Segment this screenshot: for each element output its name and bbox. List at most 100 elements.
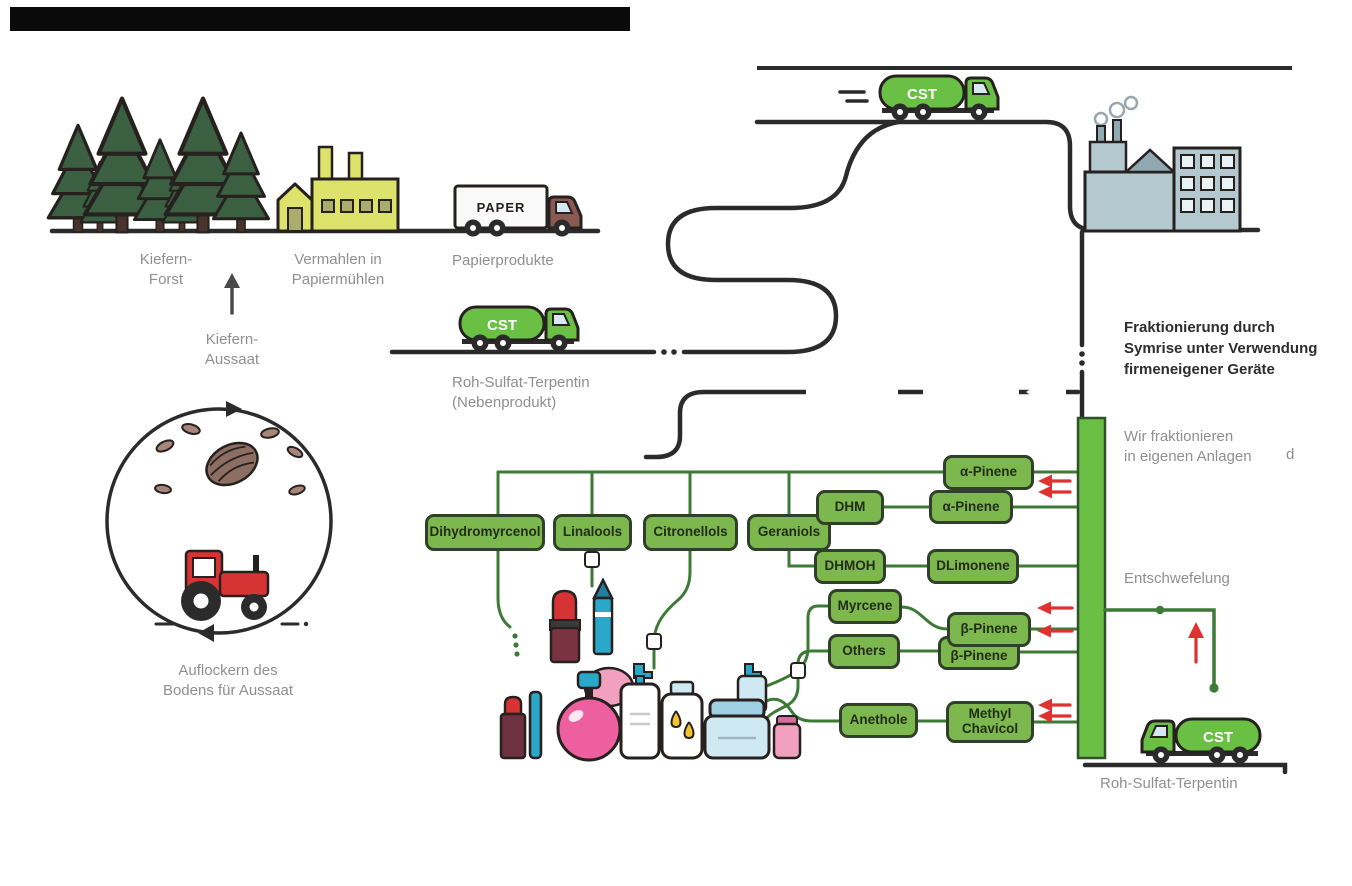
up-arrow-icon: [224, 273, 240, 315]
lipstick-small-icon: [499, 695, 527, 760]
connector-node: [584, 551, 600, 568]
chemical-box-linalools: Linalools: [553, 514, 632, 551]
mill-window: [340, 199, 354, 213]
smoke-puff: [1108, 101, 1126, 119]
lotion-pump-bottle-icon: [619, 663, 661, 760]
cycle-arrowhead: [198, 624, 214, 642]
connector-node: [646, 633, 662, 650]
cosmetic-pen-icon: [528, 690, 543, 760]
label-line: Roh-Sulfat-Terpentin: [1100, 775, 1238, 792]
red-left-arrowhead-icon: [1037, 624, 1051, 638]
s-curve-road: [665, 119, 901, 355]
label-entschwefelung: Entschwefelung: [1124, 569, 1284, 589]
paper-truck-icon: PAPER: [453, 184, 583, 237]
plant-windows: [1180, 154, 1235, 213]
white-box-1: [806, 377, 898, 407]
chemical-box-dihydromyrcenol: Dihydromyrcenol: [425, 514, 545, 551]
mill-door: [287, 207, 303, 232]
label-papierprodukte: Papierprodukte: [452, 251, 612, 271]
chemical-box-alpha-pinene-1: α-Pinene: [943, 455, 1034, 490]
label-edge-fragment: d: [1286, 445, 1306, 465]
chemical-box-dhmoh: DHMOH: [814, 549, 886, 584]
cst-truck-label: CST: [907, 86, 937, 103]
connector-node: [790, 662, 806, 679]
feed-line-dot-2: [1209, 683, 1219, 693]
drop-icon: [670, 710, 682, 729]
label-roh-sulfat-nebenprodukt: Roh-Sulfat-Terpentin (Nebenprodukt): [452, 373, 642, 413]
mill-window: [359, 199, 373, 213]
label-line: firmeneigener Geräte: [1124, 361, 1275, 378]
label-line: Roh-Sulfat-Terpentin: [452, 374, 590, 391]
white-left-arrow-icon: [1026, 380, 1066, 404]
paper-truck-label: PAPER: [477, 200, 526, 215]
chemical-box-geraniols: Geraniols: [747, 514, 831, 551]
label-line: Entschwefelung: [1124, 570, 1230, 587]
red-left-arrowhead-icon: [1038, 474, 1052, 488]
label-line: Vermahlen in: [294, 251, 382, 268]
fractionation-column: [1076, 416, 1107, 760]
chemical-box-myrcene: Myrcene: [828, 589, 902, 624]
cst-feed-line: [1103, 605, 1219, 693]
connector-end-dots: [512, 633, 520, 657]
fraction-out-line: [643, 389, 1081, 460]
red-left-arrowhead-icon: [1038, 709, 1052, 723]
cst-truck-bottom-icon: CST: [1140, 717, 1262, 764]
red-flow-arrows: [1037, 474, 1204, 723]
mill-window: [321, 199, 335, 213]
label-line: in eigenen Anlagen: [1124, 448, 1252, 465]
label-fraktionierung: Fraktionierung durch Symrise unter Verwe…: [1124, 317, 1348, 380]
fractionation-plant-icon: [1083, 95, 1242, 233]
label-kiefern-forst: Kiefern- Forst: [106, 250, 226, 290]
white-boxes: [806, 377, 1066, 407]
cst-truck-top-icon: CST: [878, 74, 1000, 121]
chemical-box-alpha-pinene-2: α-Pinene: [929, 490, 1013, 524]
label-line: Papierprodukte: [452, 252, 554, 269]
label-line: Kiefern-: [139, 251, 193, 268]
chemical-box-citronellols: Citronellols: [643, 514, 738, 551]
cst-truck-middle-icon: CST: [458, 305, 580, 352]
pine-cone-icon: [205, 441, 259, 487]
title-bar: [10, 7, 630, 31]
feed-line-dot-1: [1155, 605, 1165, 615]
mascara-icon: [591, 577, 615, 656]
perfume-bottle-icon: [556, 670, 622, 762]
label-line: Fraktionierung durch: [1124, 319, 1275, 336]
red-left-arrowhead-icon: [1037, 601, 1051, 615]
label-line: Bodens für Aussaat: [162, 682, 294, 699]
label-line: (Nebenprodukt): [452, 394, 557, 411]
cream-jar-icon: [703, 698, 771, 760]
drop-icon: [683, 721, 695, 740]
mill-window: [378, 199, 392, 213]
label-line: Symrise unter Verwendung: [1124, 340, 1318, 357]
label-line: Kiefern-: [205, 331, 259, 348]
pine-seeds-icon: [154, 423, 306, 496]
pink-jar-icon: [772, 715, 802, 760]
cst-truck-label: CST: [1203, 729, 1233, 746]
pine-forest-illustration: [46, 99, 271, 233]
paper-mill-icon: [276, 145, 400, 233]
label-line: Papiermühlen: [291, 271, 385, 288]
label-line: Aussaat: [204, 351, 260, 368]
shampoo-bottle-icon: [660, 680, 704, 760]
tractor-icon: [154, 549, 309, 627]
road-break-dots: [661, 349, 1085, 366]
label-wir-fraktionieren: Wir fraktionieren in eigenen Anlagen: [1124, 427, 1304, 467]
connector-network: [496, 470, 1080, 724]
label-kiefern-aussaat: Kiefern- Aussaat: [172, 330, 292, 370]
label-vermahlen: Vermahlen in Papiermühlen: [266, 250, 410, 290]
red-left-arrowhead-icon: [1038, 485, 1052, 499]
cst-truck-label: CST: [487, 317, 517, 334]
chemical-box-beta-pinene-1: β-Pinene: [947, 612, 1031, 647]
chemical-box-dhm: DHM: [816, 490, 884, 525]
label-auflockern: Auflockern des Bodens für Aussaat: [128, 661, 328, 701]
label-line: Forst: [148, 271, 184, 288]
white-box-2: [923, 377, 1019, 407]
chemical-box-methyl-chavicol: Methyl Chavicol: [946, 701, 1034, 743]
label-line: Auflockern des: [178, 662, 278, 679]
chemical-box-others: Others: [828, 634, 900, 669]
label-line: Wir fraktionieren: [1124, 428, 1234, 445]
chemical-box-anethole: Anethole: [839, 703, 918, 738]
smoke-puff: [1093, 111, 1109, 127]
